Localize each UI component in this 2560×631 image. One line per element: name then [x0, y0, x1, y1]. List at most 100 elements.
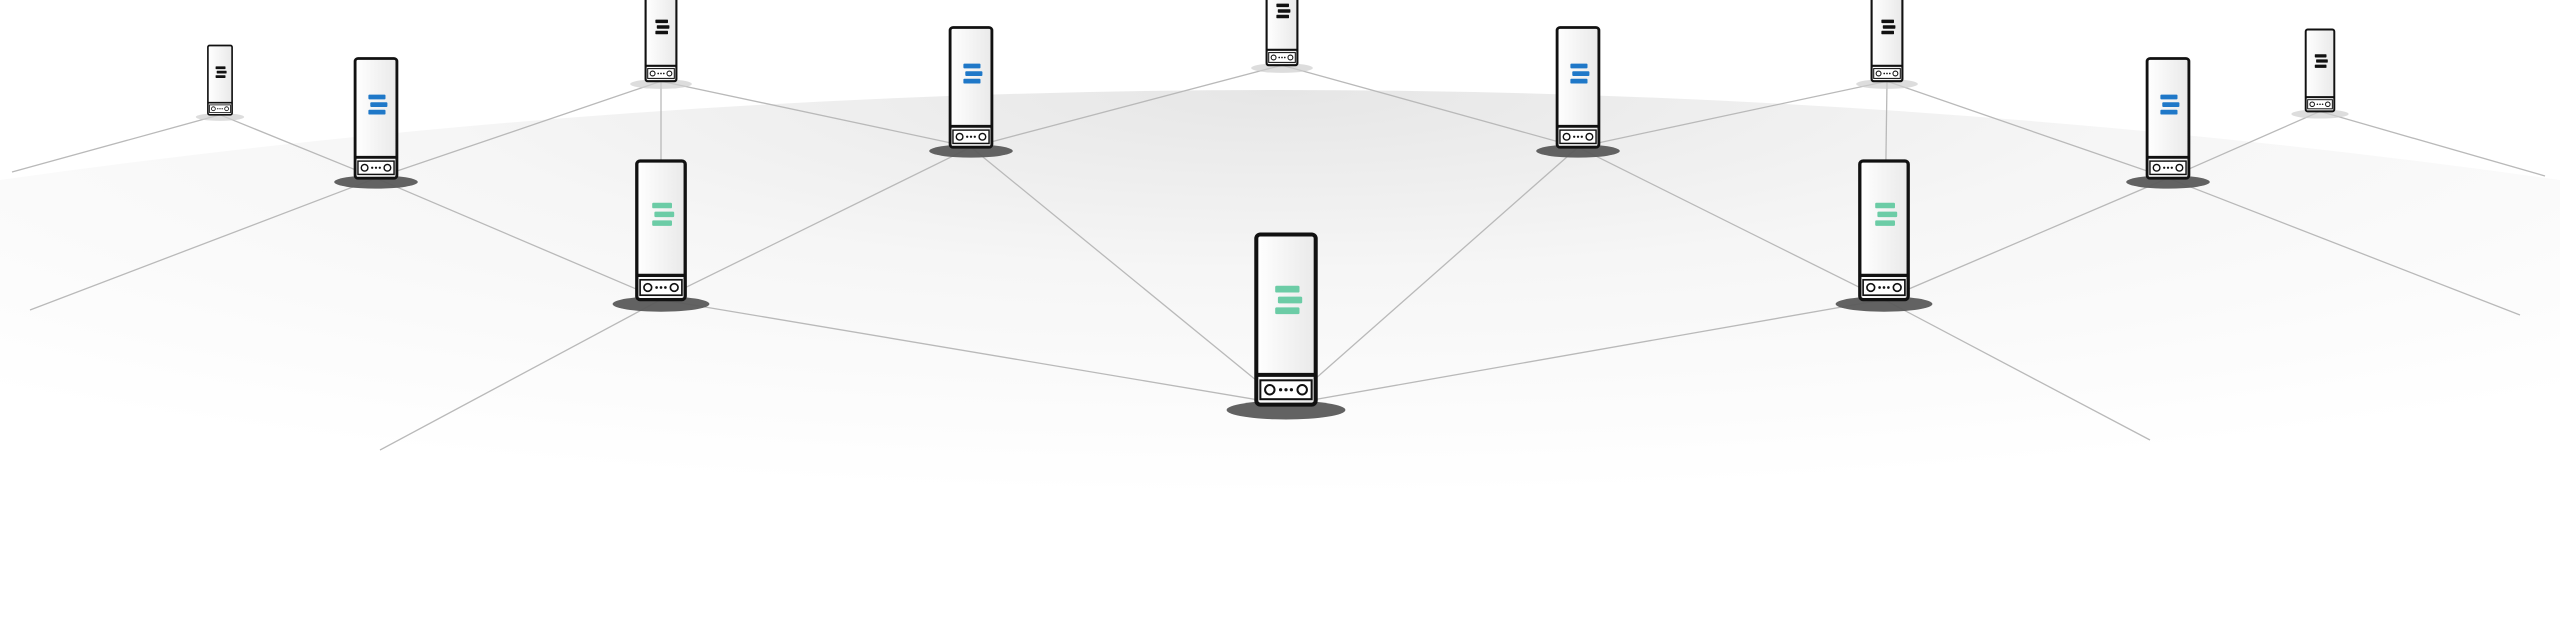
network-link	[660, 146, 972, 301]
network-link	[375, 80, 662, 179]
indicator-dot-icon	[219, 108, 221, 110]
network-link-stubs	[11, 110, 2546, 451]
status-led-icon	[383, 163, 392, 172]
indicator-dot-icon	[973, 135, 976, 138]
server-logo-bar	[2314, 54, 2327, 58]
network-link	[660, 298, 1287, 406]
server-base	[2126, 175, 2210, 189]
indicator-dot-icon	[1883, 72, 1886, 75]
server-logo-bar	[656, 25, 670, 29]
indicator-dot-icon	[2170, 166, 2173, 169]
indicator-dot-icon	[1886, 72, 1888, 75]
indicator-dot-icon	[2166, 166, 2170, 169]
server-tower	[2145, 57, 2191, 180]
network-link	[2167, 110, 2321, 179]
indicator-dot-icon	[217, 108, 219, 110]
server-logo-bar	[963, 63, 981, 69]
network-link	[1883, 177, 2169, 301]
network-link-stub	[379, 299, 662, 451]
indicator-dot-icon	[1278, 388, 1283, 392]
server-base	[334, 175, 418, 189]
server-node	[2126, 57, 2210, 189]
indicator-dot-icon	[660, 72, 662, 75]
indicator-dot-icon	[2316, 103, 2319, 106]
network-link	[1886, 80, 2169, 179]
server-logo-bar	[963, 78, 981, 84]
server-logo-bar	[1277, 296, 1303, 304]
server-logo-bar	[2316, 59, 2328, 63]
power-button-icon	[955, 132, 964, 141]
status-led-icon	[669, 282, 679, 293]
server-tower	[353, 57, 399, 180]
server-logo-bar	[368, 94, 386, 100]
status-led-icon	[978, 132, 987, 141]
server-base	[1226, 400, 1346, 420]
server-logo-bar	[1276, 3, 1289, 8]
server-logo-bar	[2314, 64, 2327, 68]
indicator-dot-icon	[969, 135, 973, 138]
indicator-dot-icon	[1888, 72, 1891, 75]
power-button-icon	[1875, 70, 1882, 77]
network-link	[1285, 146, 1579, 406]
indicator-dot-icon	[378, 166, 381, 169]
server-logo-bar	[2160, 94, 2178, 100]
server-logo-bar	[368, 109, 386, 115]
server-logo-bar	[1277, 9, 1291, 13]
server-logo-bar	[2160, 109, 2178, 115]
power-button-icon	[2309, 101, 2315, 108]
server-logo-bar	[1875, 220, 1895, 226]
server-tower	[1254, 232, 1318, 407]
power-button-icon	[649, 70, 656, 77]
server-base	[612, 296, 710, 312]
status-led-icon	[2175, 163, 2184, 172]
indicator-dot-icon	[664, 286, 667, 289]
indicator-dot-icon	[657, 72, 660, 75]
network-link	[1577, 80, 1888, 148]
status-led-icon	[1585, 132, 1594, 141]
indicator-dot-icon	[1576, 135, 1580, 138]
indicator-dot-icon	[2319, 103, 2321, 106]
server-node	[612, 159, 710, 312]
server-tower	[1555, 26, 1601, 149]
server-tower	[635, 159, 687, 302]
indicator-dot-icon	[1281, 56, 1283, 59]
status-led-icon	[1892, 70, 1899, 77]
network-link	[1281, 64, 1579, 148]
network-link	[660, 80, 972, 148]
power-button-icon	[1264, 384, 1276, 396]
server-node	[1226, 232, 1346, 420]
server-logo-bar	[2162, 102, 2180, 107]
server-logo-bar	[655, 19, 668, 24]
status-led-icon	[224, 106, 229, 112]
server-node	[1251, 0, 1313, 73]
server-tower	[1858, 159, 1910, 302]
server-logo-bar	[215, 66, 226, 70]
power-button-icon	[1866, 282, 1876, 293]
server-logo-bar	[652, 202, 672, 209]
network-link-stub	[2167, 177, 2521, 316]
server-tower	[644, 0, 678, 83]
indicator-dot-icon	[1283, 56, 1286, 59]
server-tower	[1870, 0, 1904, 83]
power-button-icon	[360, 163, 369, 172]
indicator-dot-icon	[662, 72, 665, 75]
server-nodes	[195, 0, 2349, 420]
server-node	[334, 57, 418, 189]
power-button-icon	[1562, 132, 1571, 141]
server-node	[1536, 26, 1620, 158]
power-button-icon	[2152, 163, 2161, 172]
indicator-dot-icon	[966, 135, 969, 138]
indicator-dot-icon	[1882, 286, 1886, 289]
indicator-dot-icon	[1878, 286, 1881, 289]
server-node	[195, 44, 245, 121]
power-button-icon	[643, 282, 653, 293]
server-node	[1856, 0, 1918, 89]
server-tower	[948, 26, 994, 149]
server-node	[2291, 28, 2349, 119]
indicator-dot-icon	[221, 108, 223, 110]
server-logo-bar	[1275, 285, 1300, 293]
power-button-icon	[211, 106, 216, 112]
indicator-dot-icon	[1289, 388, 1294, 392]
network-link	[970, 64, 1283, 148]
